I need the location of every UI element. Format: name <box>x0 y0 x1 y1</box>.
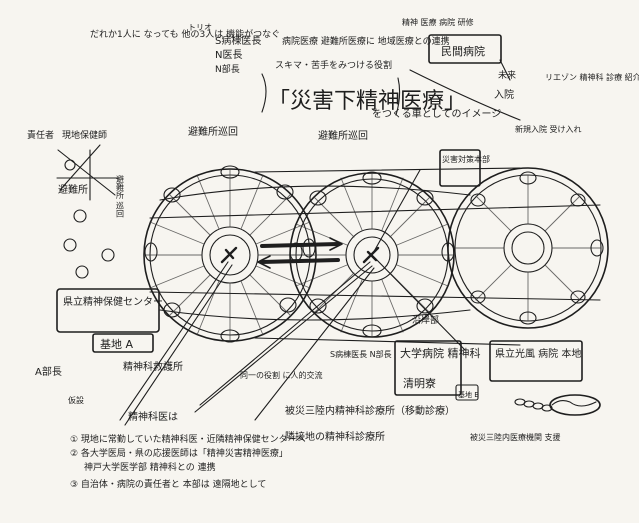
n-head-note: N医長 <box>215 49 242 61</box>
left-margin-note: 仮設 <box>68 395 84 405</box>
person-note: だれか1人に なっても 他の3人は 機能がつなぐ <box>90 28 280 40</box>
mid-low-label: S病棟医長 N部長 <box>330 349 392 359</box>
top-right-note: 病院医療 避難所医療に 地域医療との連携 <box>282 35 450 47</box>
health-center-label: 県立精神保健センター <box>63 295 163 308</box>
diagram-subtitle: をつくる車としてのイメージ <box>372 107 501 120</box>
hq-box <box>439 149 481 187</box>
clinic-note: 精神 医療 病院 研修 <box>402 17 474 27</box>
mid-wheel-label: 避難所巡回 <box>318 129 368 142</box>
a-dept-note: A部長 <box>35 365 62 378</box>
psychiatrist-label: 精神科医は <box>128 410 178 423</box>
seimeiryo-label: 清明寮 <box>403 376 436 390</box>
univ-box <box>394 340 462 396</box>
pref-hospital-label: 県立光風 病院 本地 <box>495 347 581 360</box>
trio-note: トリオ <box>188 23 212 32</box>
clinic-box <box>428 34 502 64</box>
same-role-note: 同一の役割 に人的交流 <box>240 370 323 380</box>
clinic-label: 民間病院 <box>441 44 485 58</box>
local-staff-note: 現地保健師 <box>62 129 107 141</box>
item-1: ① 現地に常勤していた精神科医・近隣精神保健センターへ <box>70 433 306 445</box>
pref-hospital-box <box>489 340 583 382</box>
item-3: ③ 自治体・病院の責任者と 本部は 遠隔地として <box>70 478 266 490</box>
left-wheel <box>143 165 317 343</box>
shelter-vertical: 避難所 巡回 <box>116 174 125 219</box>
item-mid: 神戸大学医学部 精神科との 連携 <box>84 461 216 473</box>
left-wheel-label: 避難所巡回 <box>188 125 238 138</box>
psy-team-label: 精神科救護所 <box>123 360 183 373</box>
health-center-box <box>56 288 160 333</box>
base-a-label: 基地 A <box>100 338 133 351</box>
base-b-box <box>455 384 479 401</box>
shelter-psych-note: 被災三陸内精神科診療所（移動診療） <box>285 404 455 417</box>
coast-label: 沿岸部 <box>412 314 439 326</box>
hospitalization-note: 入院 <box>494 88 514 101</box>
diagram-title: 「災害下精神医療」 <box>268 89 466 114</box>
n-dept-note: N部長 <box>215 63 240 75</box>
hq-label: 災害対策本部 <box>442 154 490 164</box>
scout-note: スキマ・苦手をみつける役割 <box>275 59 392 71</box>
shelter-label: 避難所 <box>58 183 88 196</box>
leader-note: 責任者 <box>27 129 54 141</box>
s-head-note: S病棟医長 <box>215 34 261 47</box>
hub-link-arrows <box>257 237 343 269</box>
univ-label: 大学病院 精神科 <box>400 346 481 360</box>
chain-decoration <box>514 394 601 416</box>
item-2: ② 各大学医局・県の応援医師は「精神災害精神医療」 <box>70 447 288 459</box>
right-wheel <box>447 167 609 329</box>
new-medical-label: 新規入院 受け入れ <box>515 124 582 134</box>
nearby-psych-note: 隣接地の精神科診療所 <box>285 430 385 443</box>
base-b-label: 基地 B <box>458 390 479 399</box>
refer-label: リエゾン 精神科 診療 紹介先 <box>545 72 639 82</box>
base-a-box <box>92 333 154 353</box>
future-note: 未来 <box>498 69 516 81</box>
note-right: 被災三陸内医療機関 支援 <box>470 432 561 442</box>
